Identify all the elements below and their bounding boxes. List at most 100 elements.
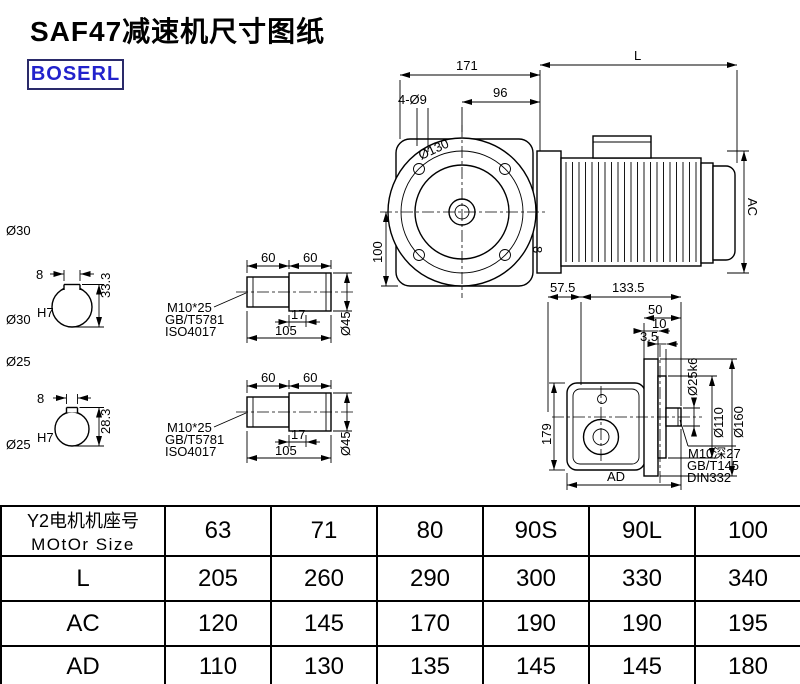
motor-size-header-en: MOtOr Size xyxy=(31,535,135,554)
dim-AC: AC xyxy=(727,150,760,274)
bore-detail-30: Ø30 8 33.3 Ø30 H7 xyxy=(6,223,113,328)
table-cell: 145 xyxy=(482,645,590,684)
shaft-detail-bottom: 60 60 17 105 Ø45 M10*25 GB/T5781 I xyxy=(165,370,354,463)
AD-row: AD 110 130 135 145 145 180 xyxy=(0,645,800,684)
motor-size-header-cell: Y2电机机座号 MOtOr Size xyxy=(0,505,166,557)
page-title: SAF47减速机尺寸图纸 xyxy=(30,16,326,47)
dim-105: 105 xyxy=(246,311,332,343)
dim-17-label: 17 xyxy=(291,307,305,322)
dim-dia45: Ø45 xyxy=(333,392,353,456)
dims-60-60: 60 60 xyxy=(246,370,332,393)
dim-50: 50 xyxy=(643,302,681,359)
table-cell: 260 xyxy=(270,555,378,602)
shaft-detail-top: 60 60 17 105 Ø45 M10*25 GB/T5781 I xyxy=(165,250,354,343)
bore30-keyway xyxy=(63,283,81,290)
dim-96-label: 96 xyxy=(493,85,507,100)
dim-60b-label: 60 xyxy=(303,370,317,385)
table-cell: 330 xyxy=(588,555,696,602)
dim-10: 10 xyxy=(633,316,670,376)
motor xyxy=(536,135,736,274)
table-cell: 145 xyxy=(588,645,696,684)
dim-dia45-label: Ø45 xyxy=(338,311,353,336)
bore25-key-width-label: 8 xyxy=(37,391,44,406)
bore25-keyway xyxy=(65,406,79,413)
bore25-tolerance-dia: Ø25 xyxy=(6,437,31,452)
dim-flange-dia: Ø160 xyxy=(660,358,746,477)
dim-17-label: 17 xyxy=(291,427,305,442)
bore25-dim-key-width: 8 xyxy=(37,391,91,406)
dim-flange-dia-label: Ø160 xyxy=(731,406,746,438)
row-label-cell: AC xyxy=(0,600,166,647)
dim-105-label: 105 xyxy=(275,443,297,458)
dim-133-5-label: 133.5 xyxy=(612,280,645,295)
table-cell: 130 xyxy=(270,645,378,684)
motor-size-cell: 90S xyxy=(482,505,590,557)
dims-60-60: 60 60 xyxy=(246,250,332,273)
motor-size-cell: 90L xyxy=(588,505,696,557)
table-cell: 340 xyxy=(694,555,800,602)
dim-105: 105 xyxy=(246,431,332,463)
dim-96: 96 xyxy=(461,85,540,132)
holes-callout-label: 4-Ø9 xyxy=(398,92,427,107)
dim-spigot-dia-label: Ø110 xyxy=(711,407,726,438)
dim-60a-label: 60 xyxy=(261,250,275,265)
dim-60a-label: 60 xyxy=(261,370,275,385)
dim-179: 179 xyxy=(539,382,565,471)
flange-bolt-holes xyxy=(413,163,511,261)
bolt-label: M10*25 xyxy=(167,300,212,315)
bore30-dim-key-width: 8 xyxy=(36,267,94,282)
dim-AD: AD xyxy=(566,429,682,490)
dim-AD-label: AD xyxy=(607,469,625,484)
dim-60b-label: 60 xyxy=(303,250,317,265)
output-flange-disc xyxy=(643,358,659,477)
dim-105-label: 105 xyxy=(275,323,297,338)
side-housing-inner xyxy=(572,388,640,465)
table-cell: 120 xyxy=(164,600,272,647)
fan-cover xyxy=(712,165,736,261)
dim-shaft-dia-label: Ø25k6 xyxy=(685,358,700,396)
bore30-key-width-label: 8 xyxy=(36,267,43,282)
motor-size-cell: 80 xyxy=(376,505,484,557)
bolt-label: M10*25 xyxy=(167,420,212,435)
dim-dia45: Ø45 xyxy=(333,272,353,336)
motor-size-header-cn: Y2电机机座号 xyxy=(26,511,140,531)
table-cell: 190 xyxy=(588,600,696,647)
motor-size-cell: 63 xyxy=(164,505,272,557)
brand-logo-text: BOSERL xyxy=(30,63,121,85)
bore30-title: Ø30 xyxy=(6,223,31,238)
row-label-cell: L xyxy=(0,555,166,602)
table-cell: 195 xyxy=(694,600,800,647)
bore25-tolerance-grade: H7 xyxy=(37,430,54,445)
bore25-dim-key-depth: 28.3 xyxy=(74,407,113,447)
bore30-circle xyxy=(51,286,93,328)
dim-57-5: 57.5 xyxy=(547,280,582,412)
dim-AC-label: AC xyxy=(745,198,760,216)
motor-flange xyxy=(536,150,562,274)
table-cell: 135 xyxy=(376,645,484,684)
dim-100: 100 xyxy=(370,212,398,287)
dim-50-label: 50 xyxy=(648,302,662,317)
motor-size-cell: 71 xyxy=(270,505,378,557)
dim-171: 171 xyxy=(399,58,541,151)
dim-gap-label: 8 xyxy=(530,246,545,253)
table-cell: 170 xyxy=(376,600,484,647)
bore25-circle xyxy=(54,411,90,447)
tap-std-gb: GB/T145 xyxy=(687,458,739,473)
dim-100-label: 100 xyxy=(370,241,385,263)
bore-detail-25: Ø25 8 28.3 Ø25 H7 xyxy=(6,354,113,452)
table-cell: 205 xyxy=(164,555,272,602)
L-row: L 205 260 290 300 330 340 xyxy=(0,555,800,602)
dim-shaft-dia: Ø25k6 xyxy=(683,358,700,437)
row-label-cell: AD xyxy=(0,645,166,684)
bolt-std-gb: GB/T5781 xyxy=(165,432,224,447)
brand-logo-box: BOSERL xyxy=(27,59,124,90)
bolt-std-iso: ISO4017 xyxy=(165,444,216,459)
holes-callout: 4-Ø9 xyxy=(398,92,429,152)
terminal-box xyxy=(592,135,652,159)
tap-label: M10深27 xyxy=(688,446,741,461)
dim-3-5-label: 3.5 xyxy=(640,329,658,344)
bore30-dim-key-depth: 33.3 xyxy=(74,273,113,328)
table-cell: 110 xyxy=(164,645,272,684)
table-cell: 290 xyxy=(376,555,484,602)
dim-17: 17 xyxy=(275,307,320,327)
